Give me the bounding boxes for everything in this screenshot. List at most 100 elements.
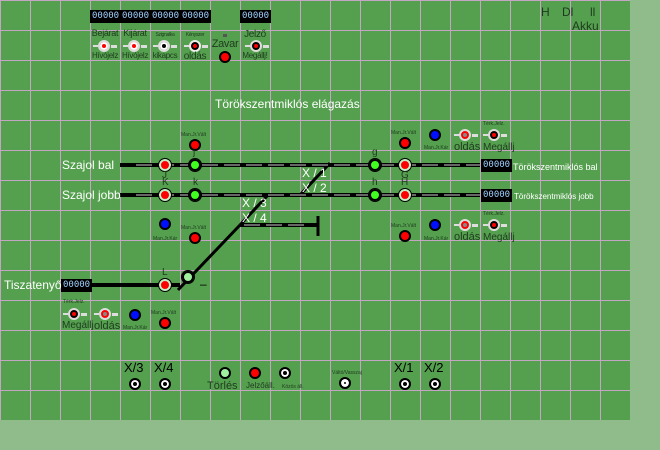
label: Térk.Jelz. bbox=[483, 121, 505, 127]
counter: 00000 bbox=[180, 10, 212, 23]
station-title: Törökszentmiklós elágazás bbox=[215, 97, 360, 111]
man-jr-valt-button[interactable] bbox=[399, 137, 411, 149]
signal-label: k bbox=[193, 177, 198, 188]
megallj-button[interactable] bbox=[483, 129, 507, 141]
counter: 00000 bbox=[481, 159, 513, 172]
x3-button[interactable] bbox=[129, 378, 141, 390]
label: oldás bbox=[183, 51, 207, 62]
status-h: H bbox=[541, 5, 550, 19]
track-label-tiszatenyo: Tiszatenyő bbox=[4, 278, 62, 292]
x1-button[interactable] bbox=[399, 378, 411, 390]
man-jr-kar-button[interactable] bbox=[159, 218, 171, 230]
signal-label: L bbox=[162, 267, 168, 278]
label: Man.Jr.Vált bbox=[181, 132, 207, 138]
label: X/2 bbox=[424, 360, 444, 375]
kenyszer-oldas-button[interactable] bbox=[184, 40, 208, 52]
status-dl: Dl bbox=[562, 5, 574, 19]
counter: 00000 bbox=[90, 10, 122, 23]
signal-g[interactable] bbox=[368, 158, 382, 172]
signal-label: H bbox=[401, 177, 409, 188]
signal-j[interactable] bbox=[188, 158, 202, 172]
label: Man.Jr.Vált bbox=[151, 310, 177, 316]
label: Szignalka bbox=[155, 32, 175, 38]
kijarat-hivojelz-button[interactable] bbox=[123, 40, 147, 52]
signal-G[interactable] bbox=[398, 158, 412, 172]
megallj-button[interactable] bbox=[63, 308, 87, 320]
signal-L[interactable] bbox=[158, 278, 172, 292]
label: Kijárat bbox=[123, 28, 147, 38]
label: Váltó/Vasszaj bbox=[332, 370, 362, 376]
label: oldás bbox=[454, 231, 481, 243]
valto-button[interactable] bbox=[339, 377, 351, 389]
man-jr-valt-button[interactable] bbox=[189, 232, 201, 244]
x2-button[interactable] bbox=[429, 378, 441, 390]
szignalka-button[interactable] bbox=[153, 40, 177, 52]
track-label-tsz-jobb: Törökszentmiklós jobb bbox=[514, 192, 594, 201]
oldas-button[interactable] bbox=[94, 308, 118, 320]
label: Megállj bbox=[62, 320, 94, 331]
label: Man.Jr.Kár bbox=[123, 325, 148, 331]
label: Man.Jr.Kár bbox=[424, 145, 449, 151]
label: Hívójelz bbox=[121, 51, 149, 60]
signal-H[interactable] bbox=[398, 188, 412, 202]
signal-h[interactable] bbox=[368, 188, 382, 202]
label: Man.Jr.Kár bbox=[153, 236, 178, 242]
zavar-button[interactable] bbox=[219, 51, 231, 63]
man-jr-kar-button[interactable] bbox=[429, 219, 441, 231]
label: Törlés bbox=[207, 380, 238, 392]
switch-label-x1: X / 1 bbox=[302, 166, 327, 180]
signal-label: J bbox=[162, 170, 167, 181]
label: Jelző bbox=[244, 29, 266, 40]
label: Bejárat bbox=[91, 28, 119, 38]
signal-label: g bbox=[372, 147, 378, 158]
counter: 00000 bbox=[150, 10, 182, 23]
man-jr-valt-button[interactable] bbox=[189, 139, 201, 151]
label: Megállj bbox=[483, 232, 515, 243]
jelzo-megallj-button[interactable] bbox=[245, 40, 269, 52]
label: oldás bbox=[94, 320, 121, 332]
signal-label: G bbox=[401, 170, 409, 181]
crossover-x1-x2 bbox=[298, 161, 332, 197]
label: Hívójelz bbox=[91, 51, 119, 60]
track-diagram bbox=[90, 161, 480, 292]
kozos-all-button[interactable] bbox=[279, 367, 291, 379]
jelzoall-button[interactable] bbox=[249, 367, 261, 379]
man-jr-valt-button[interactable] bbox=[159, 317, 171, 329]
signal-K[interactable] bbox=[158, 188, 172, 202]
zavar-label: Zavar bbox=[211, 38, 239, 50]
bejarat-hivojelz-button[interactable] bbox=[93, 40, 117, 52]
label: Térk.Jelz. bbox=[483, 211, 505, 217]
indicator-lamp bbox=[223, 34, 227, 37]
switch-x3 bbox=[238, 193, 270, 227]
label: X/1 bbox=[394, 360, 414, 375]
signal-k[interactable] bbox=[188, 188, 202, 202]
track-label-szajol-bal: Szajol bal bbox=[62, 158, 115, 172]
label: Man.Jr.Vált bbox=[391, 130, 417, 136]
man-jr-kar-button[interactable] bbox=[129, 309, 141, 321]
signal-label: h bbox=[372, 177, 378, 188]
man-jr-kar-button[interactable] bbox=[429, 129, 441, 141]
label: Térk.Jelz. bbox=[63, 299, 85, 305]
label: Man.Jr.Vált bbox=[181, 225, 207, 231]
counter: 00000 bbox=[120, 10, 152, 23]
counter: 00000 bbox=[240, 10, 272, 23]
label: X/4 bbox=[154, 360, 174, 375]
torles-button[interactable] bbox=[219, 367, 231, 379]
control-panel: 00000 00000 00000 00000 00000 Bejárat Hí… bbox=[0, 0, 630, 420]
signal-J[interactable] bbox=[158, 158, 172, 172]
switch-label-x4: X / 4 bbox=[242, 211, 267, 225]
megallj-button[interactable] bbox=[483, 219, 507, 231]
oldas-button[interactable] bbox=[454, 129, 478, 141]
switch-indicator[interactable] bbox=[181, 270, 195, 284]
signal-label: j bbox=[193, 147, 196, 158]
status-akku: Akku bbox=[572, 19, 599, 33]
label: Man.Jr.Vált bbox=[391, 223, 417, 229]
x4-button[interactable] bbox=[159, 378, 171, 390]
label: Megállj bbox=[483, 142, 515, 153]
oldas-button[interactable] bbox=[454, 219, 478, 231]
man-jr-valt-button[interactable] bbox=[399, 230, 411, 242]
label: Megállj! bbox=[242, 51, 268, 60]
switch-label-x3: X / 3 bbox=[242, 196, 267, 210]
label: X/3 bbox=[124, 360, 144, 375]
counter: 00000 bbox=[481, 189, 513, 202]
